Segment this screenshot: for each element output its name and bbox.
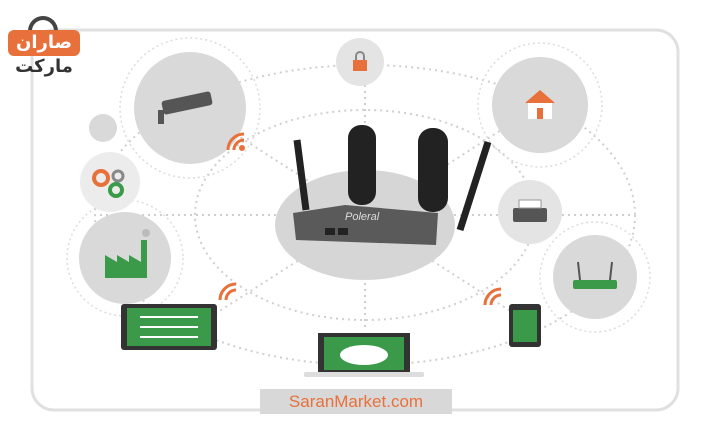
factory-icon bbox=[105, 240, 147, 278]
bag-handle bbox=[28, 16, 58, 38]
gear-icon bbox=[92, 169, 110, 187]
lte-antenna bbox=[348, 125, 376, 205]
printer-node bbox=[498, 180, 562, 244]
camera-icon bbox=[161, 91, 213, 115]
home-node bbox=[492, 57, 588, 153]
wifi-icons bbox=[218, 132, 502, 306]
wifi-icon bbox=[226, 132, 245, 151]
watermark: SaranMarket.com bbox=[260, 389, 452, 414]
phone-device bbox=[509, 304, 541, 347]
access-point-node bbox=[553, 235, 637, 319]
antenna bbox=[456, 140, 492, 232]
sliders-icon bbox=[140, 316, 198, 338]
saran-market-logo: صاران مارکت bbox=[6, 14, 86, 84]
wifi-icon bbox=[218, 282, 237, 301]
router-icon bbox=[573, 280, 617, 289]
lock-node bbox=[336, 38, 384, 86]
cloud-icon bbox=[340, 345, 388, 365]
logo-line2: مارکت bbox=[15, 56, 73, 77]
gear-icon bbox=[111, 169, 125, 183]
laptop-device bbox=[304, 333, 424, 377]
factory-node bbox=[79, 212, 171, 304]
tablet-device bbox=[121, 304, 217, 350]
gear-icon bbox=[108, 182, 124, 198]
security-camera-node bbox=[134, 52, 246, 164]
router-brand: Poleral bbox=[345, 211, 380, 223]
logo-line1: صاران bbox=[8, 30, 80, 56]
lock-icon bbox=[353, 60, 367, 71]
central-router: Poleral bbox=[275, 125, 492, 280]
lte-antenna bbox=[418, 128, 448, 212]
printer-icon bbox=[513, 208, 547, 222]
antenna bbox=[293, 139, 310, 211]
wifi-icon bbox=[483, 287, 502, 306]
house-icon bbox=[525, 90, 555, 103]
gears-node bbox=[80, 152, 140, 212]
small-dot bbox=[89, 114, 117, 142]
